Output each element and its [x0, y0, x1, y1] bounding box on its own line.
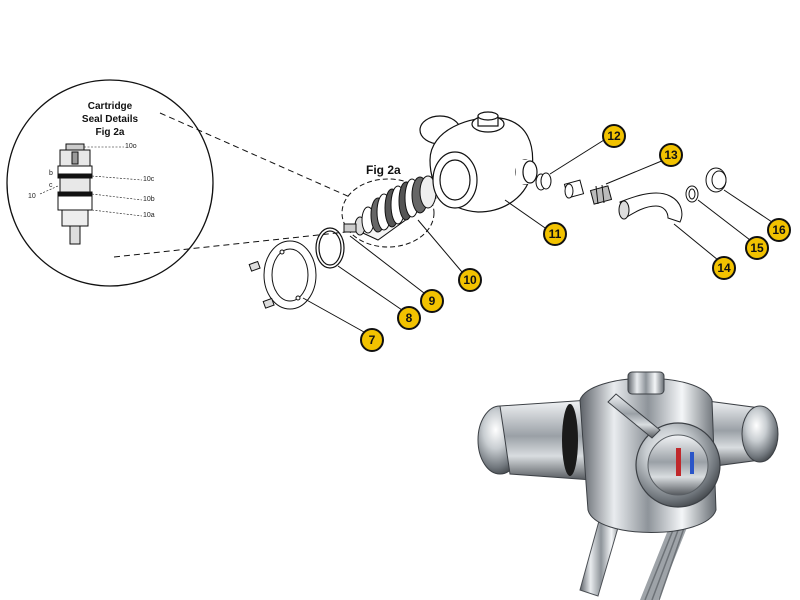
callout-10: 10	[458, 268, 482, 292]
callout-13: 13	[659, 143, 683, 167]
cartridge-detail-drawing	[57, 143, 93, 245]
check-valve	[589, 184, 613, 205]
callout-12: 12	[602, 124, 626, 148]
thermostatic-cartridge	[343, 175, 438, 241]
callout-16: 16	[767, 218, 791, 242]
detail-title-line1: Cartridge	[87, 101, 133, 112]
cartridge-seal-detail-inset	[6, 79, 214, 287]
label-b: b	[49, 170, 53, 177]
callout-leader-lines	[302, 139, 773, 333]
shower-valve-photo	[477, 371, 779, 600]
label-c: c	[49, 182, 53, 189]
label-10b: 10b	[143, 196, 155, 203]
label-10c: 10c	[143, 176, 155, 183]
projection-lines	[113, 112, 353, 258]
callout-9: 9	[420, 289, 444, 313]
compression-olive	[535, 172, 552, 191]
callout-14: 14	[712, 256, 736, 280]
sleeve	[563, 179, 585, 199]
elbow-connector	[618, 192, 683, 223]
detail-title-line3: Fig 2a	[95, 127, 125, 138]
detail-title-line2: Seal Details	[81, 114, 139, 125]
detail-leader-lines	[39, 146, 143, 217]
callout-11: 11	[543, 222, 567, 246]
fig-2a-outline	[341, 178, 435, 248]
detail-title: Cartridge Seal Details Fig 2a	[52, 100, 168, 139]
fixing-screws	[248, 260, 275, 309]
callout-15: 15	[745, 236, 769, 260]
callout-7: 7	[360, 328, 384, 352]
cap-nut	[705, 167, 727, 193]
fig-2a-label: Fig 2a	[366, 163, 401, 177]
o-ring	[315, 227, 345, 269]
callout-8: 8	[397, 306, 421, 330]
valve-body	[419, 111, 538, 213]
label-10a: 10a	[143, 212, 155, 219]
label-10: 10	[28, 193, 36, 200]
back-plate	[263, 240, 317, 310]
label-10o: 10o	[125, 143, 137, 150]
compression-nut	[685, 185, 699, 203]
